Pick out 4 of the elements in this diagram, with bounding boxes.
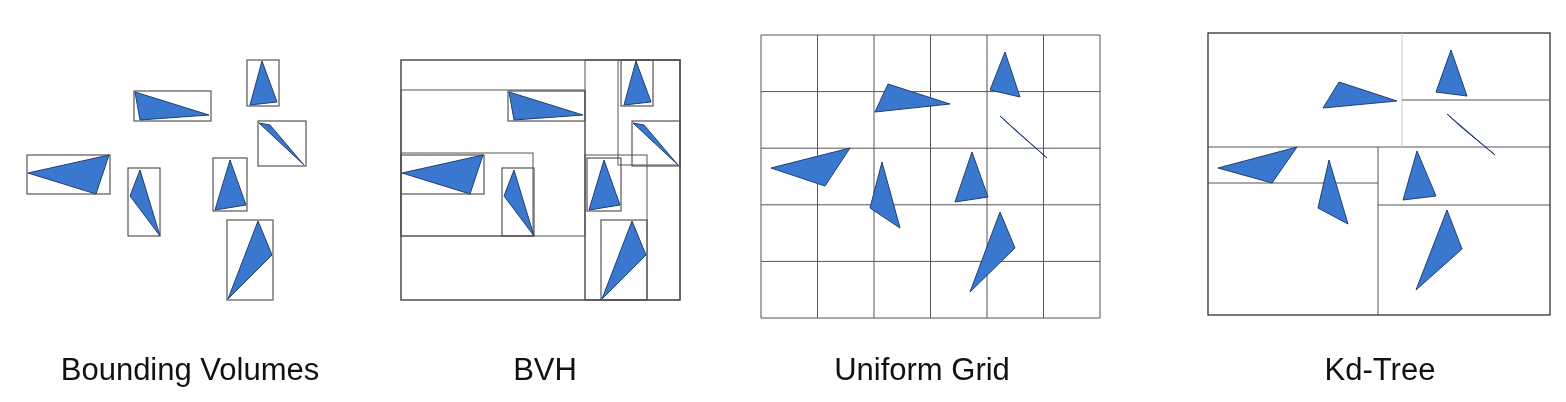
caption: BVH: [512, 352, 578, 388]
caption: Bounding Volumes: [59, 352, 321, 388]
caption: Uniform Grid: [833, 352, 1011, 388]
caption: Kd-Tree: [1323, 352, 1437, 388]
